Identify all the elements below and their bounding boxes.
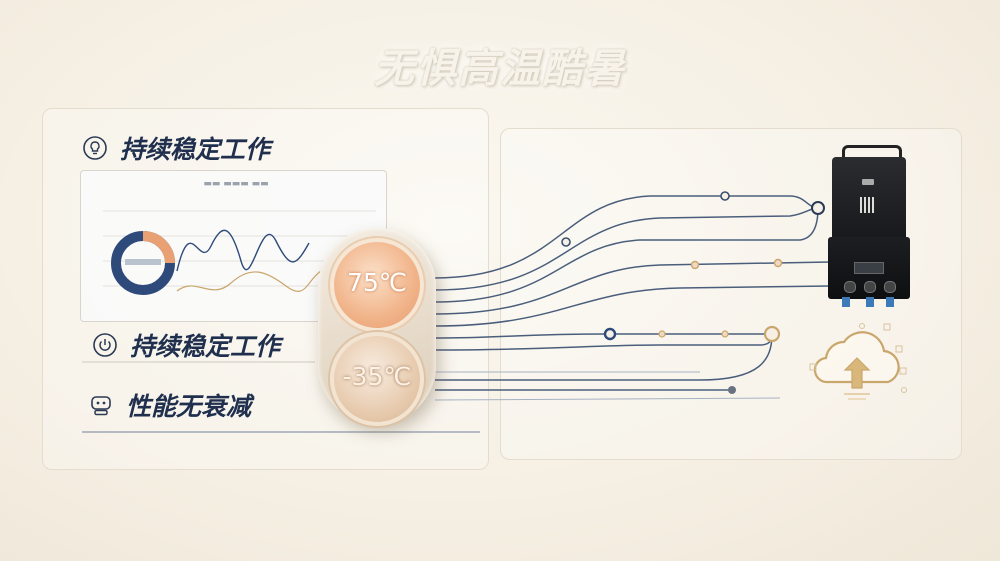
high-temp-value: 75℃ [347, 268, 407, 297]
dashboard-graphic [103, 210, 376, 295]
low-temp-value: -35℃ [342, 362, 412, 391]
feature-label-2: 持续稳定工作 [130, 332, 281, 361]
feature-label-3: 性能无衰减 [126, 392, 252, 421]
high-temp-dial: 75℃ [330, 238, 424, 332]
feature-item-2: 持续稳定工作 [92, 327, 280, 363]
device-cable-connectors [842, 297, 894, 307]
cloud-upload-icon [809, 323, 907, 400]
feature-label-1: 持续稳定工作 [120, 135, 271, 164]
headline: 无惧高温酷暑 [374, 46, 626, 92]
device-handle [842, 145, 902, 164]
device-port-icon [884, 281, 896, 293]
temperature-gauge: 75℃ -35℃ [318, 228, 436, 426]
dashboard-title-placeholder: ▬▬ ▬▬▬ ▬▬ [203, 179, 269, 189]
device-logo-icon [862, 179, 874, 185]
feature-item-3: 性能无衰减 [88, 387, 251, 423]
feature-item-1: 持续稳定工作 [82, 130, 270, 166]
device-port-icon [864, 281, 876, 293]
device-display [854, 262, 884, 274]
hardware-device [828, 145, 910, 307]
power-icon [93, 333, 117, 357]
low-temp-dial: -35℃ [330, 332, 424, 426]
robot-icon [91, 396, 111, 416]
device-port-icon [844, 281, 856, 293]
device-qr-code-icon [860, 197, 876, 213]
lightbulb-icon [83, 136, 107, 160]
